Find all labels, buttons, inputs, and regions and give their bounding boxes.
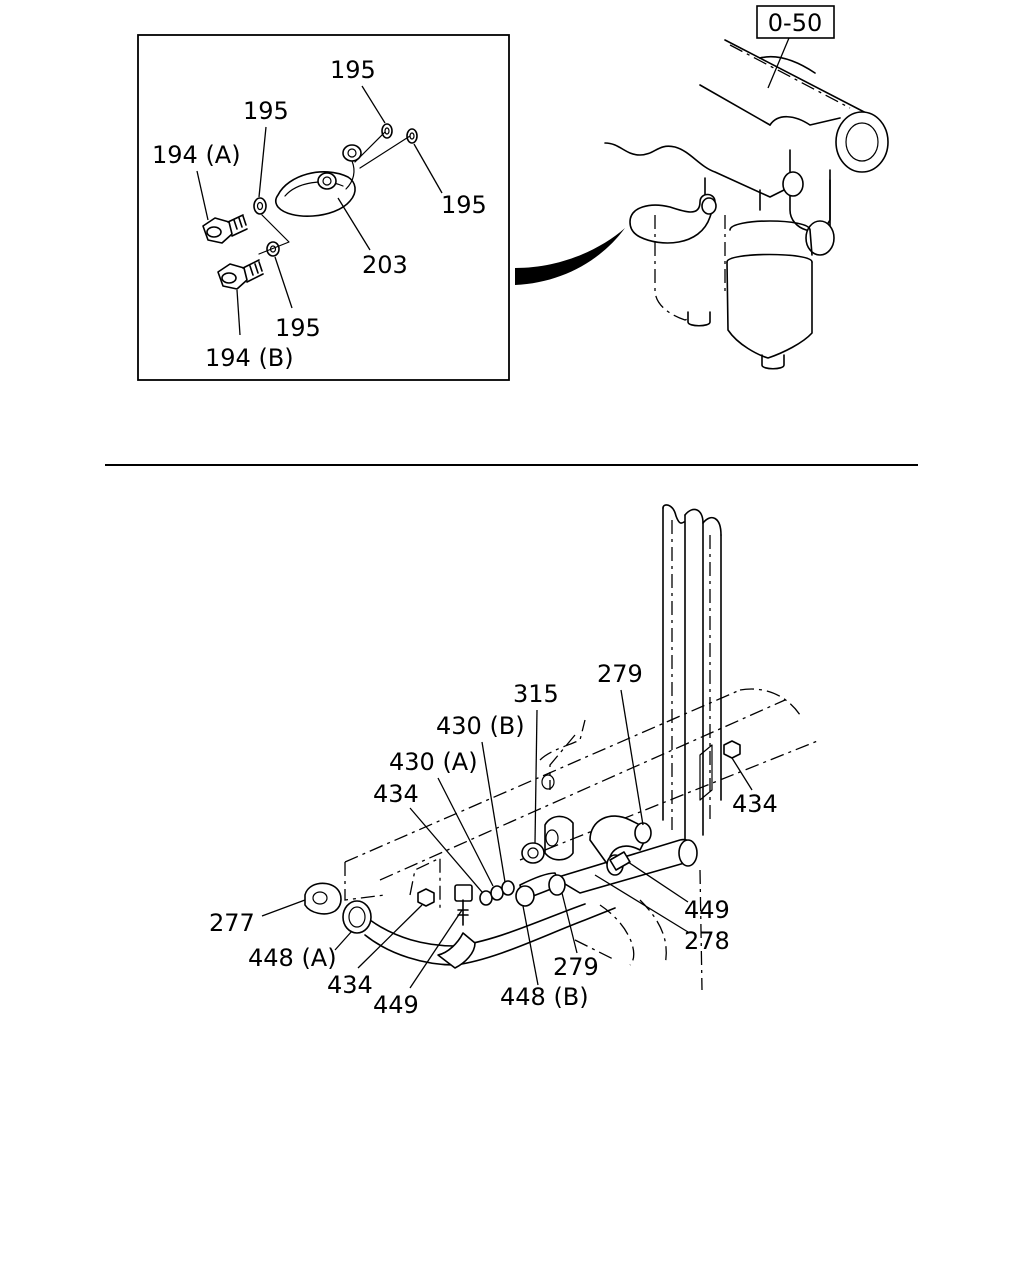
fuel-filter-illustration	[604, 39, 889, 370]
inset-leaders	[196, 85, 443, 336]
lower-leaders	[261, 689, 753, 989]
reference-box-label: 0-50	[768, 9, 822, 37]
callout-430-b: 430 (B)	[436, 712, 525, 740]
callout-195: 195	[275, 314, 321, 342]
inset-frame	[137, 34, 510, 381]
inset-parts	[202, 123, 418, 290]
detail-arrow	[515, 228, 625, 285]
callout-279: 279	[553, 953, 599, 981]
callout-449: 449	[684, 896, 730, 924]
callout-434: 434	[732, 790, 778, 818]
callout-195: 195	[441, 191, 487, 219]
callout-203: 203	[362, 251, 408, 279]
callout-194-a: 194 (A)	[152, 141, 241, 169]
callout-195: 195	[330, 56, 376, 84]
callout-277: 277	[209, 909, 255, 937]
callout-449: 449	[373, 991, 419, 1019]
reference-box[interactable]: 0-50	[756, 5, 835, 39]
callout-448-b: 448 (B)	[500, 983, 589, 1011]
callout-448-a: 448 (A)	[248, 944, 337, 972]
callout-315: 315	[513, 680, 559, 708]
callout-194-b: 194 (B)	[205, 344, 294, 372]
callout-278: 278	[684, 927, 730, 955]
lower-parts	[304, 740, 741, 969]
callout-195: 195	[243, 97, 289, 125]
callout-430-a: 430 (A)	[389, 748, 478, 776]
callout-434: 434	[373, 780, 419, 808]
callout-279: 279	[597, 660, 643, 688]
callout-434: 434	[327, 971, 373, 999]
frame-illustration	[344, 504, 821, 991]
